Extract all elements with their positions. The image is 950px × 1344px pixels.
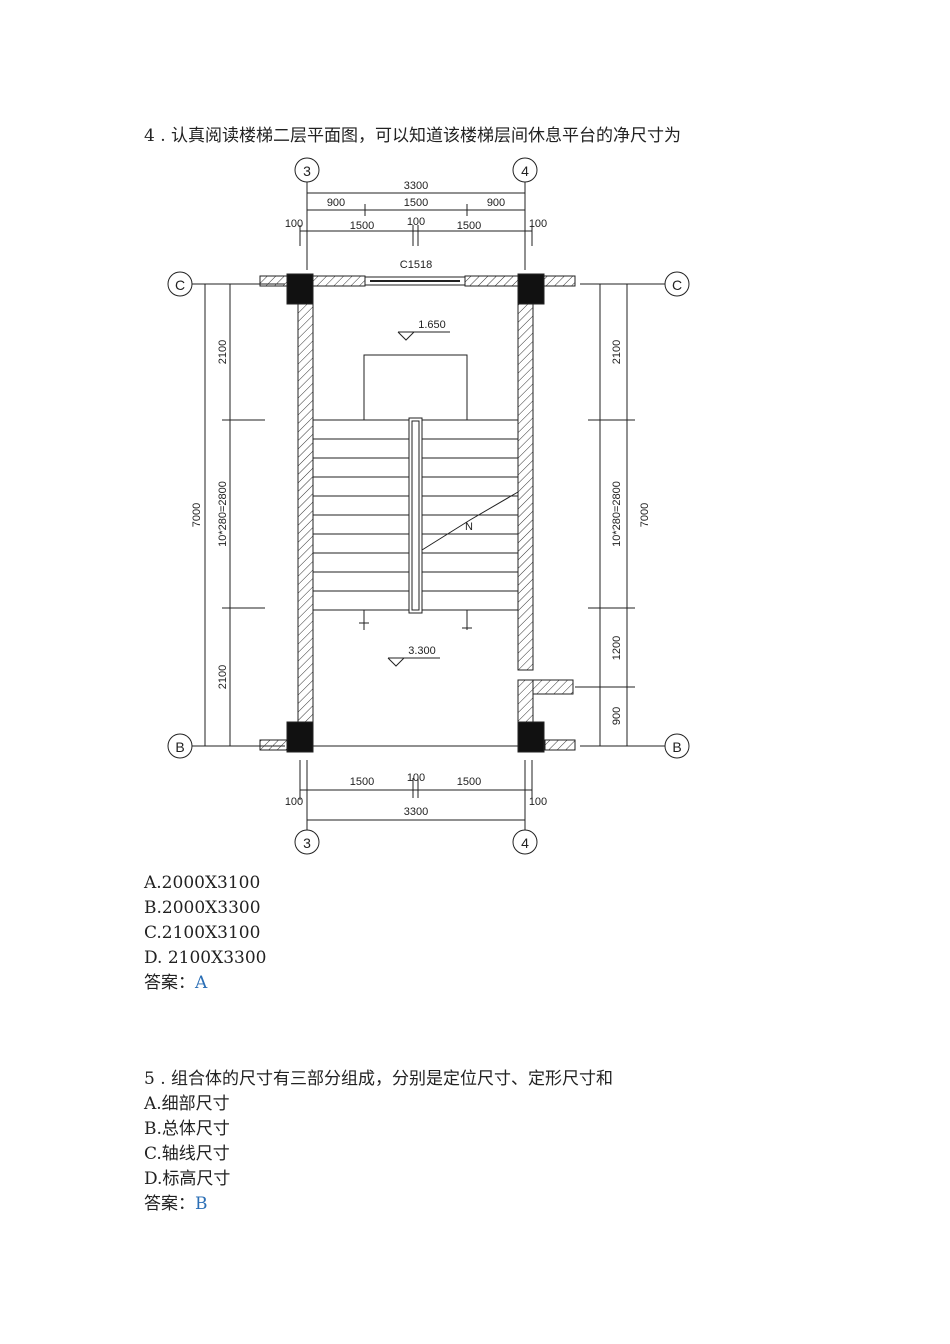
arrow-mark: N: [465, 521, 473, 533]
dim-left-bottom: 2100: [217, 665, 229, 689]
dim-bottom-1500-right: 1500: [457, 776, 481, 788]
dim-top-1500-left: 1500: [350, 220, 374, 232]
dim-right-total: 7000: [639, 503, 651, 527]
q4-option-c: C.2100X3100: [144, 923, 261, 943]
dim-bottom-100-right: 100: [529, 796, 547, 808]
dim-left-stairs: 10*280=2800: [217, 481, 229, 547]
window-label: C1518: [400, 259, 432, 271]
dim-right-top: 2100: [611, 340, 623, 364]
level-floor: 3.300: [408, 645, 436, 657]
q5-option-d: D.标高尺寸: [144, 1169, 231, 1189]
dim-bottom-100-mid: 100: [407, 772, 425, 784]
axis-label-c-left: C: [175, 277, 185, 293]
q4-answer-line: 答案：A: [144, 972, 207, 994]
dim-right-lower: 1200: [611, 636, 623, 660]
dim-bottom-100-left: 100: [285, 796, 303, 808]
q4-answer-value: A: [195, 973, 208, 993]
dim-right-stairs: 10*280=2800: [611, 481, 623, 547]
stair-plan-drawing: 3 4 C C B B 3 4 3300 900 1500 900 100 15…: [167, 157, 690, 855]
dim-right-bottom: 900: [611, 707, 623, 725]
q5-option-b: B.总体尺寸: [144, 1119, 230, 1139]
q5-option-a: A.细部尺寸: [144, 1094, 230, 1114]
axis-label-3-bottom: 3: [303, 835, 311, 851]
axis-label-b-left: B: [175, 739, 184, 755]
dim-top-100-right: 100: [529, 218, 547, 230]
q5-answer-value: B: [195, 1194, 208, 1214]
q5-answer-line: 答案：B: [144, 1193, 208, 1215]
dim-left-top: 2100: [217, 340, 229, 364]
dim-top-900-right: 900: [487, 197, 505, 209]
axis-label-4-top: 4: [521, 163, 529, 179]
q5-answer-label: 答案：: [144, 1194, 195, 1214]
q5-option-c: C.轴线尺寸: [144, 1144, 230, 1164]
axis-label-b-right: B: [672, 739, 681, 755]
axis-label-4-bottom: 4: [521, 835, 529, 851]
dim-top-100-mid: 100: [407, 216, 425, 228]
q4-option-a: A.2000X3100: [144, 873, 261, 893]
axis-label-c-right: C: [672, 277, 682, 293]
level-landing: 1.650: [418, 319, 446, 331]
dim-top-1500: 1500: [404, 197, 428, 209]
dim-top-100-left: 100: [285, 218, 303, 230]
dim-bottom-total: 3300: [404, 806, 428, 818]
dim-top-1500-right: 1500: [457, 220, 481, 232]
q4-question: 4 . 认真阅读楼梯二层平面图，可以知道该楼梯层间休息平台的净尺寸为: [144, 126, 682, 146]
dim-top-900-left: 900: [327, 197, 345, 209]
q4-answer-label: 答案：: [144, 973, 195, 993]
q5-question: 5 . 组合体的尺寸有三部分组成，分别是定位尺寸、定形尺寸和: [144, 1069, 614, 1089]
q4-option-d: D. 2100X3300: [144, 948, 267, 968]
axis-label-3-top: 3: [303, 163, 311, 179]
dim-left-total: 7000: [191, 503, 203, 527]
q4-option-b: B.2000X3300: [144, 898, 261, 918]
dim-top-total: 3300: [404, 180, 428, 192]
dim-bottom-1500-left: 1500: [350, 776, 374, 788]
